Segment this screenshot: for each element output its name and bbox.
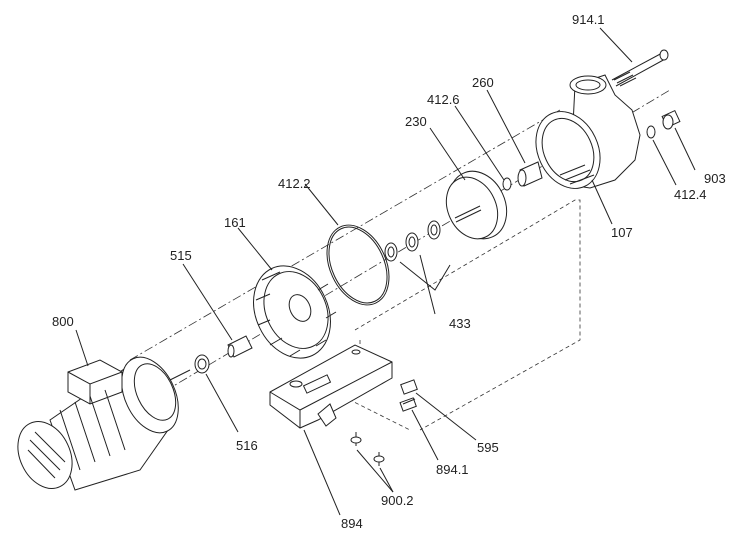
- part-894-1-clip: [399, 397, 417, 412]
- part-107-pump-housing: [535, 74, 641, 189]
- label-894: 894: [341, 516, 363, 531]
- part-800-motor: [17, 356, 191, 491]
- label-433: 433: [449, 316, 471, 331]
- part-412-2-housing-o-ring: [326, 224, 390, 306]
- part-516-slinger-ring: [194, 354, 210, 374]
- label-107: 107: [611, 225, 633, 240]
- part-412-6-o-ring: [502, 177, 512, 191]
- part-230-impeller: [445, 170, 508, 240]
- part-labels: 914.1 260 412.6 230 903 412.4 412.2 107 …: [52, 12, 726, 531]
- part-260-impeller-nut: [517, 161, 543, 187]
- label-516: 516: [236, 438, 258, 453]
- leader-lines: [75, 27, 696, 516]
- label-161: 161: [224, 215, 246, 230]
- label-412-4: 412.4: [674, 187, 707, 202]
- label-914-1: 914.1: [572, 12, 605, 27]
- label-800: 800: [52, 314, 74, 329]
- part-433-mechanical-seal: [384, 220, 451, 291]
- label-260: 260: [472, 75, 494, 90]
- part-903-drain-plug: [661, 109, 681, 130]
- part-161-pump-cover: [253, 265, 337, 359]
- part-914-1-bolt: [611, 49, 669, 87]
- label-894-1: 894.1: [436, 462, 469, 477]
- label-900-2: 900.2: [381, 493, 414, 508]
- part-894-base-bracket: [269, 344, 393, 429]
- label-412-2: 412.2: [278, 176, 311, 191]
- label-515: 515: [170, 248, 192, 263]
- part-412-4-o-ring: [646, 125, 656, 139]
- label-903: 903: [704, 171, 726, 186]
- label-595: 595: [477, 440, 499, 455]
- part-515-shaft-sleeve: [227, 335, 253, 358]
- part-900-2-screws: [350, 432, 385, 466]
- part-595-rubber-foot: [400, 379, 418, 395]
- label-412-6: 412.6: [427, 92, 460, 107]
- label-230: 230: [405, 114, 427, 129]
